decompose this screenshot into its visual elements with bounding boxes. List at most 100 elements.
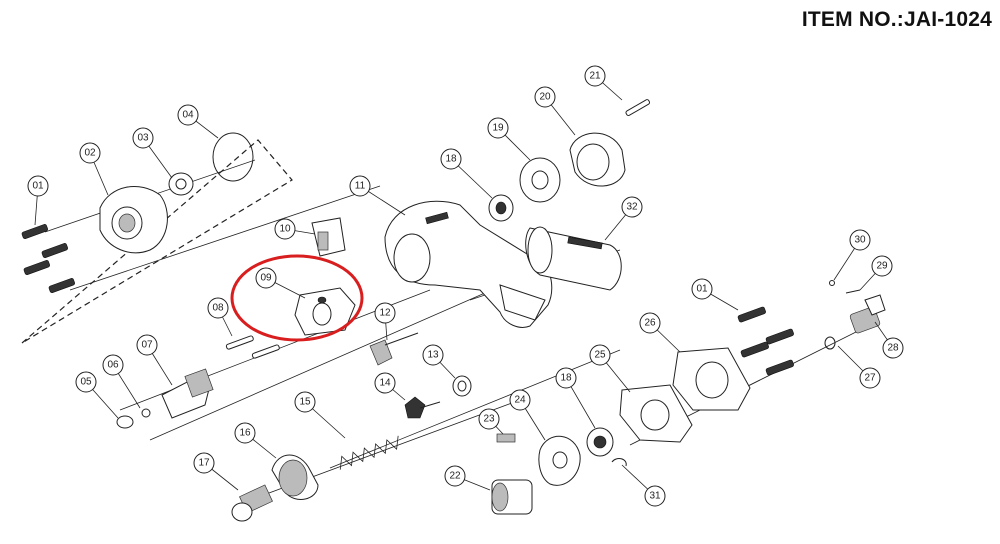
callout-number: 10 [279, 224, 291, 235]
part-26-back-cap [672, 347, 751, 411]
callout-number: 15 [299, 397, 311, 408]
callout-number: 01 [696, 284, 708, 295]
part-30-ball [829, 280, 835, 286]
callout-bubble [444, 465, 466, 487]
part-10-hammer [311, 217, 346, 257]
callout-bubble [440, 148, 462, 170]
callout-11: 11 [349, 175, 406, 216]
highlight-circle-part-09 [230, 254, 364, 342]
callout-bubble [584, 65, 606, 87]
callout-number: 21 [589, 71, 601, 82]
callout-bubble [849, 229, 871, 251]
part-06-small-ring [141, 408, 151, 418]
callout-number: 08 [212, 303, 224, 314]
callout-bubble [644, 485, 666, 507]
callout-number: 27 [864, 373, 876, 384]
callout-number: 30 [854, 235, 866, 246]
callout-number: 09 [260, 273, 272, 284]
callout-number: 22 [449, 471, 461, 482]
callout-26: 26 [639, 312, 681, 353]
callout-bubble [555, 367, 577, 389]
callout-number: 18 [445, 154, 457, 165]
callout-16: 16 [234, 422, 277, 459]
part-31-clip [611, 458, 627, 467]
callout-24: 24 [509, 389, 546, 441]
part-18-bearing-lower [586, 427, 614, 457]
callout-labels: 0102030405060708091011121314151617181920… [27, 65, 904, 507]
part-17-inlet [231, 484, 273, 522]
callout-bubble [487, 117, 509, 139]
part-02-front-plate [99, 186, 168, 254]
part-08-pins [225, 335, 280, 359]
part-01-screws-right [737, 306, 794, 376]
callout-number: 02 [84, 148, 96, 159]
callout-31: 31 [621, 464, 666, 507]
part-21-pin [625, 99, 651, 117]
callout-number: 04 [182, 110, 194, 121]
callout-bubble [621, 196, 643, 218]
callout-19: 19 [487, 117, 531, 161]
callout-18: 18 [555, 367, 596, 429]
part-04-o-ring [212, 132, 254, 182]
callout-bubble [27, 175, 49, 197]
part-16-regulator [271, 454, 319, 500]
part-24-rear-plate [538, 435, 581, 486]
callout-number: 16 [239, 428, 251, 439]
callout-bubble [422, 344, 444, 366]
callout-number: 05 [80, 377, 92, 388]
callout-22: 22 [444, 465, 491, 491]
callout-number: 13 [427, 350, 439, 361]
callout-bubble [534, 86, 556, 108]
callout-number: 26 [644, 318, 656, 329]
callout-30: 30 [833, 229, 871, 281]
callout-bubble [255, 267, 277, 289]
callout-bubble [234, 422, 256, 444]
callout-number: 23 [483, 414, 495, 425]
callout-number: 11 [355, 181, 366, 192]
callout-09: 09 [255, 267, 306, 299]
callout-bubble [79, 142, 101, 164]
callout-number: 25 [594, 350, 606, 361]
callout-21: 21 [584, 65, 623, 101]
callout-bubble [691, 278, 713, 300]
callout-bubble [207, 297, 229, 319]
part-13-ring [452, 375, 472, 397]
callout-20: 20 [534, 86, 576, 136]
callout-23: 23 [478, 408, 504, 435]
callout-bubble [882, 337, 904, 359]
callout-bubble [639, 312, 661, 334]
item-number-title: ITEM NO.:JAI-1024 [801, 8, 992, 31]
callout-01: 01 [27, 175, 49, 226]
callout-bubble [871, 255, 893, 277]
callout-number: 14 [379, 378, 391, 389]
callout-03: 03 [132, 127, 173, 179]
callout-number: 01 [32, 181, 44, 192]
callout-bubble [509, 389, 531, 411]
callout-15: 15 [294, 391, 346, 439]
callout-number: 18 [560, 373, 572, 384]
callout-18: 18 [440, 148, 493, 199]
callout-bubble [193, 452, 215, 474]
callout-13: 13 [422, 344, 456, 379]
callout-14: 14 [374, 372, 406, 401]
callout-06: 06 [102, 354, 141, 409]
part-25-gasket [619, 384, 693, 443]
callout-05: 05 [75, 371, 119, 419]
part-07-anvil [161, 368, 214, 419]
callout-bubble [859, 367, 881, 389]
callout-number: 19 [492, 123, 504, 134]
callout-27: 27 [837, 345, 881, 389]
part-22-rotor [491, 479, 533, 515]
callout-number: 20 [539, 92, 551, 103]
callout-number: 03 [137, 133, 149, 144]
part-03-washer [168, 172, 194, 196]
callout-28: 28 [874, 321, 904, 359]
callout-29: 29 [859, 255, 893, 291]
part-28-reverse-valve [849, 294, 886, 334]
callout-bubble [132, 127, 154, 149]
callout-number: 28 [887, 343, 899, 354]
callout-number: 06 [107, 360, 119, 371]
callout-bubble [589, 344, 611, 366]
callout-bubble [349, 175, 371, 197]
